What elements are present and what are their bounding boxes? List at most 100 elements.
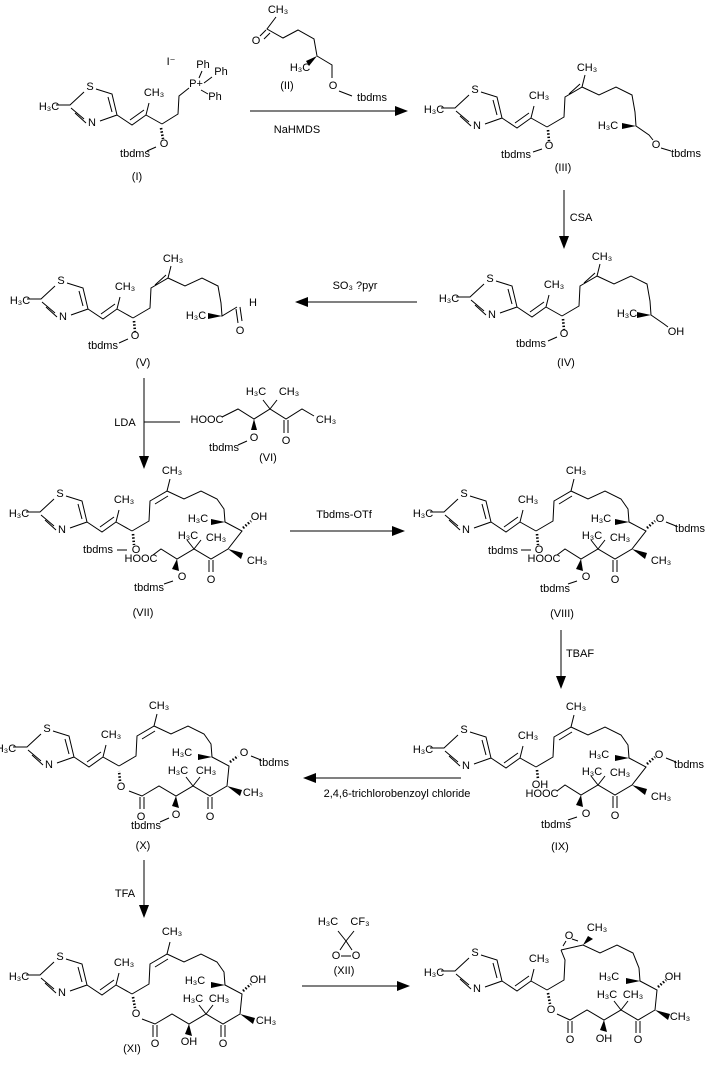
bond-path <box>221 399 315 446</box>
atom-label-hooc: HOOC <box>526 788 559 800</box>
atom-label-ch3: CH₃ <box>144 87 164 99</box>
atom-label-ch3: CH₃ <box>670 1011 690 1023</box>
bond-path <box>118 713 262 823</box>
atom-label-ch3: CH₃ <box>115 281 135 293</box>
atom-label-o: O <box>655 749 664 761</box>
atom-label-h3c: H₃C <box>439 293 459 305</box>
atom-label-o: O <box>656 513 665 525</box>
compound-label-x: (X) <box>136 840 151 852</box>
atom-label-h3c: H₃C <box>183 993 203 1005</box>
atom-label-tbdms: tbdms <box>516 338 546 350</box>
compound-label-vii: (VII) <box>133 607 154 619</box>
atom-label-h3c: H₃C <box>10 295 30 307</box>
atom-label-ch3: CH₃ <box>544 279 564 291</box>
atom-label-h3c: H₃C <box>246 386 266 398</box>
atom-label-tbdms: tbdms <box>501 149 531 161</box>
atom-label-n: N <box>58 987 66 999</box>
arrowhead <box>392 526 405 536</box>
atom-label-o: O <box>236 325 245 337</box>
wedge-bond <box>185 1024 192 1036</box>
atom-label-n: N <box>59 311 67 323</box>
atom-label-o: O <box>252 35 261 47</box>
compound-iii: H₃C S N CH₃ CH₃ H₃C O tbdms O tbdms (III… <box>424 62 702 174</box>
compound-i: H₃C S N CH₃ I⁻ P+ Ph Ph Ph O tbdms (I) <box>39 56 228 183</box>
reagent-label-so3pyr: SO₃ ?pyr <box>333 280 378 292</box>
reagent-label-csa: CSA <box>570 212 593 224</box>
atom-label-o: O <box>634 1034 643 1046</box>
arrowhead <box>395 106 408 116</box>
wedge-bond <box>632 785 647 795</box>
atom-label-tbdms: tbdms <box>540 583 570 595</box>
arrowhead <box>295 297 308 307</box>
atom-label-o: O <box>131 330 140 342</box>
wedge-bond <box>626 978 640 984</box>
compound-ix: H₃C S N CH₃ CH₃ H₃C O tbdms H₃C CH₃ OH H… <box>413 701 705 853</box>
compound-label-xi: (XI) <box>123 1043 141 1055</box>
reaction-arrows: NaHMDS CSA SO₃ ?pyr LDA Tbdms-OTf TBAF 2… <box>114 106 594 991</box>
compound-viii: H₃C S N CH₃ CH₃ H₃C O tbdms H₃C CH₃ tbdm… <box>413 465 706 620</box>
atom-label-ph: Ph <box>196 59 209 71</box>
wedge-bond <box>622 123 636 129</box>
atom-label-h3c: H₃C <box>318 916 338 928</box>
wedge-bond <box>172 559 179 571</box>
atom-label-ch3: CH₃ <box>209 993 229 1005</box>
bond-path <box>337 930 355 957</box>
atom-label-tbdms: tbdms <box>357 92 387 104</box>
compound-final-epoxide: H₃C S N CH₃ O CH₃ H₃C OH H₃C CH₃ O CH₃ O… <box>424 922 690 1046</box>
atom-label-ch3: CH₃ <box>651 555 671 567</box>
atom-label-h3c: H₃C <box>0 743 16 755</box>
atom-label-h3c: H₃C <box>597 989 617 1001</box>
wedge-bond <box>198 754 212 760</box>
atom-label-tbdms: tbdms <box>209 442 239 454</box>
compound-label-v: (V) <box>136 357 151 369</box>
atom-label-s: S <box>471 947 478 959</box>
bond-path <box>535 714 677 821</box>
arrow-lda <box>143 378 180 462</box>
atom-label-ch3: CH₃ <box>162 465 182 477</box>
wedge-bond <box>251 419 257 430</box>
atom-label-o: O <box>611 574 620 586</box>
atom-label-oh: OH <box>250 974 267 986</box>
atom-label-o: O <box>352 950 361 962</box>
reagent-label-tcbc: 2,4,6-trichlorobenzoyl chloride <box>324 788 471 800</box>
wedge-bond <box>211 982 225 988</box>
atom-label-tbdms: tbdms <box>674 759 704 771</box>
atom-label-tbdms: tbdms <box>259 757 289 769</box>
atom-label-tbdms: tbdms <box>120 148 150 160</box>
atom-label-ch3: CH₃ <box>610 532 630 544</box>
atom-label-tbdms: tbdms <box>131 820 161 832</box>
atom-label-ch3: CH₃ <box>114 494 134 506</box>
atom-label-h3c: H₃C <box>582 530 602 542</box>
compound-v: H₃C S N CH₃ CH₃ H₃C H O O tbdms (V) <box>10 253 257 369</box>
atom-label-h3c: H₃C <box>168 765 188 777</box>
atom-label-h3c: H₃C <box>172 747 192 759</box>
atom-label-o: O <box>117 781 126 793</box>
atom-label-tbdms: tbdms <box>488 545 518 557</box>
atom-label-o: O <box>151 1038 160 1050</box>
atom-label-o: O <box>535 544 544 556</box>
arrowhead <box>303 773 316 783</box>
bond-path <box>521 478 677 585</box>
wedge-bond <box>576 795 583 807</box>
atom-label-hooc: HOOC <box>125 553 158 565</box>
wedge-bond <box>655 1010 670 1020</box>
atom-label-o: O <box>250 432 259 444</box>
atom-label-s: S <box>43 723 50 735</box>
bond-path <box>118 265 243 344</box>
atom-label-ch3: CH₃ <box>518 494 538 506</box>
atom-label-s: S <box>57 275 64 287</box>
atom-label-ch3: CH₃ <box>518 730 538 742</box>
atom-label-h3c: H₃C <box>185 975 205 987</box>
compound-label-ix: (IX) <box>551 841 569 853</box>
wedge-bond <box>615 519 629 525</box>
atom-label-o: O <box>560 328 569 340</box>
reagent-label-tbaf: TBAF <box>566 648 594 660</box>
atom-label-n: N <box>45 759 53 771</box>
atom-label-o: O <box>329 80 338 92</box>
atom-label-ch3: CH₃ <box>566 465 586 477</box>
wedge-bond <box>600 1020 607 1032</box>
atom-label-h3c: H₃C <box>178 530 198 542</box>
atom-label-h3c: H₃C <box>290 62 310 74</box>
atom-label-h3c: H₃C <box>424 104 444 116</box>
atom-label-ch3: CH₃ <box>101 729 121 741</box>
